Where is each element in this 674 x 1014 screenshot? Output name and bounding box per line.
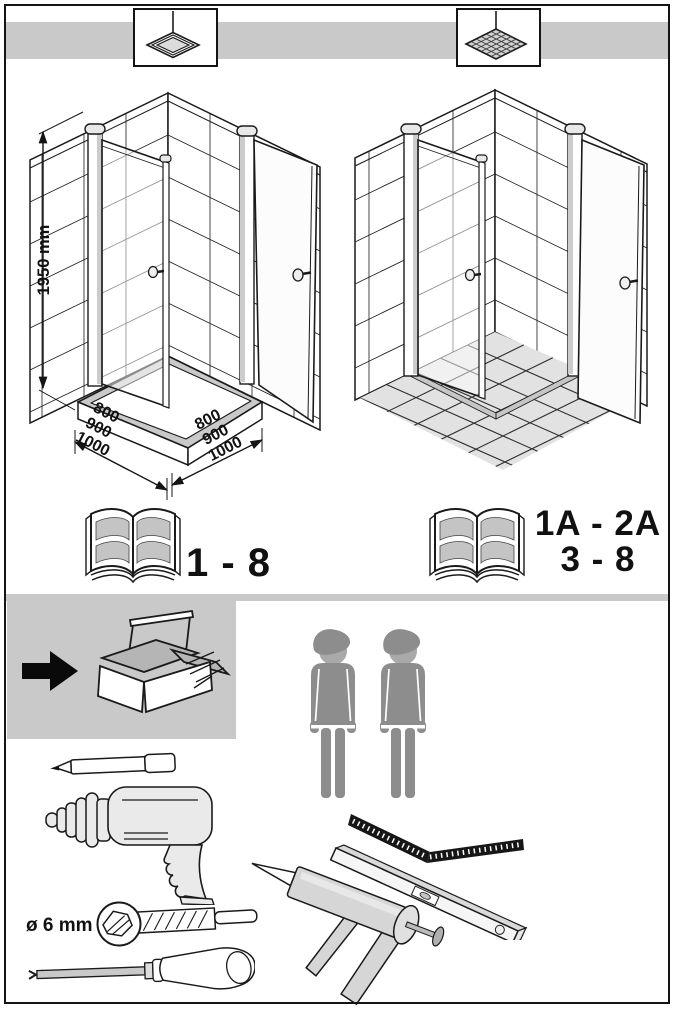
silicone-caulk-gun-icon xyxy=(251,862,445,1006)
open-book-icon xyxy=(429,507,525,583)
top-gray-band xyxy=(6,22,668,59)
enclosure-with-tray-diagram: 1950 mm 800 900 1000 800 900 1000 xyxy=(29,91,321,500)
height-dimension-label: 1950 mm xyxy=(35,225,53,296)
tiled-floor-icon xyxy=(464,11,528,60)
door-knob xyxy=(292,268,312,282)
folding-square-icon xyxy=(348,814,524,863)
opened-glass-door xyxy=(253,138,318,424)
tiled-floor-variant-box xyxy=(456,8,541,67)
open-toolbox-icon xyxy=(97,609,232,714)
opened-glass-door xyxy=(577,138,645,425)
phillips-screwdriver-icon xyxy=(28,947,255,990)
hinged-glass-door xyxy=(101,138,172,409)
section-divider xyxy=(6,594,668,601)
hinged-glass-door xyxy=(417,138,488,400)
flat-shower-tray-variant-box xyxy=(133,8,218,67)
spirit-level-icon xyxy=(330,844,528,940)
height-dimension: 1950 mm xyxy=(35,111,84,411)
manual-pages-right-line1: 1A - 2A xyxy=(534,504,662,543)
two-installers-icon xyxy=(310,628,427,799)
manual-pages-right: 1A - 2A 3 - 8 xyxy=(526,506,670,577)
manual-pages-right-line2: 3 - 8 xyxy=(560,539,636,579)
drill-bit-icon xyxy=(96,901,258,947)
door-knob xyxy=(147,265,165,279)
drill-bit-diameter-label: ø 6 mm xyxy=(26,915,93,936)
right-wall-profile xyxy=(236,125,258,385)
shower-tray-icon xyxy=(145,11,201,59)
right-arrow-icon xyxy=(22,651,78,691)
left-wall-profile xyxy=(400,123,422,377)
cantilever-arms xyxy=(185,651,225,689)
door-knob xyxy=(619,276,639,290)
door-knob xyxy=(464,268,482,282)
open-book-icon xyxy=(85,508,181,584)
manual-pages-left: 1 - 8 xyxy=(186,541,272,585)
enclosure-on-tiled-floor-diagram xyxy=(354,88,648,470)
marker-pen-icon xyxy=(50,752,176,775)
power-drill-icon xyxy=(45,786,215,905)
